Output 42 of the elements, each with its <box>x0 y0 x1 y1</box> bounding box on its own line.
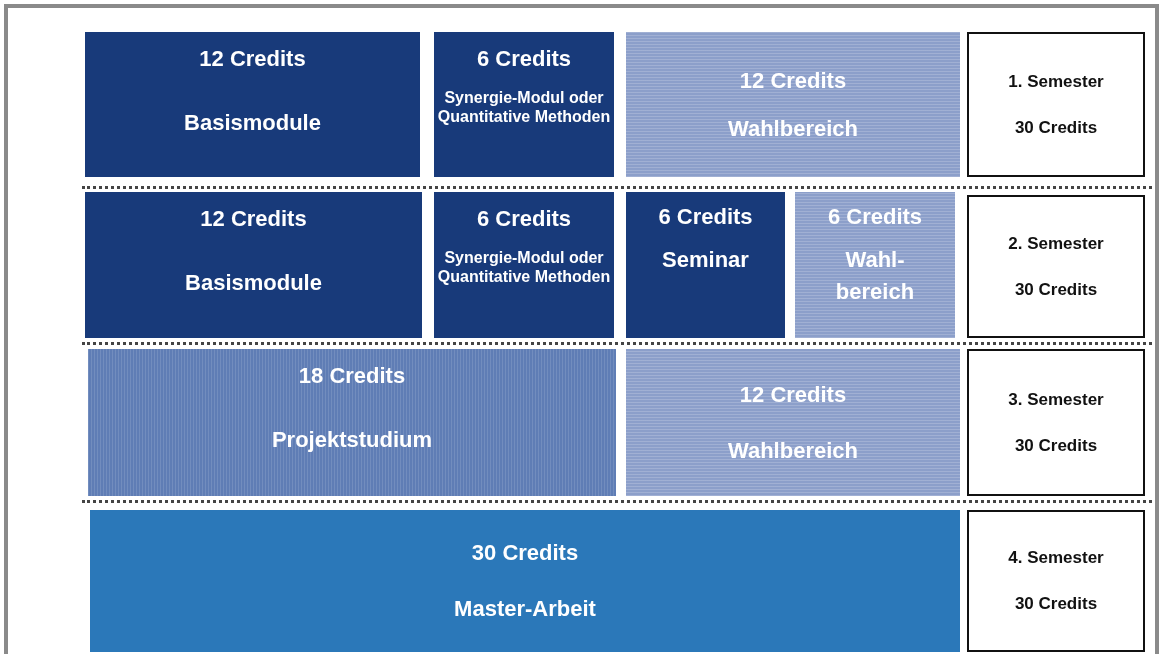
semester-label: 3. Semester <box>1008 389 1104 410</box>
module-block <box>85 192 422 338</box>
module-name: Wahlbereich <box>728 115 858 142</box>
credits-label: 6 Credits <box>827 204 923 230</box>
semester-box <box>967 349 1145 496</box>
credits-label: 6 Credits <box>476 46 572 72</box>
module-block <box>795 192 955 338</box>
semester-box <box>967 32 1145 177</box>
module-name: Wahlbereich <box>728 437 858 464</box>
semester-label: 4. Semester <box>1008 548 1104 568</box>
semester-label: 1. Semester <box>1008 71 1104 92</box>
module-block <box>85 32 420 177</box>
module-block <box>434 32 614 177</box>
credits-label: 30 Credits <box>1014 279 1098 300</box>
credits-label: 12 Credits <box>739 381 847 408</box>
semester-box <box>967 510 1145 652</box>
module-name: Projektstudium <box>271 427 433 453</box>
module-name: Synergie-Modul oder Quantitative Methoden <box>436 88 612 126</box>
credits-label: 6 Credits <box>658 204 753 230</box>
credits-label: 30 Credits <box>471 540 579 566</box>
module-block <box>88 349 616 496</box>
module-name: Synergie-Modul oder Quantitative Methoden <box>436 248 612 286</box>
credits-label: 12 Credits <box>199 46 306 72</box>
semester-box <box>967 195 1145 338</box>
module-name: Seminar <box>661 246 750 274</box>
module-name: Wahl- bereich <box>834 246 916 306</box>
module-block <box>434 192 614 338</box>
module-block <box>626 192 785 338</box>
credits-label: 18 Credits <box>298 363 406 389</box>
credits-label: 12 Credits <box>200 206 307 232</box>
module-block <box>90 510 960 652</box>
credits-label: 6 Credits <box>476 206 572 232</box>
credits-label: 12 Credits <box>739 67 847 94</box>
module-block <box>626 349 960 496</box>
module-name: Basismodule <box>185 270 322 296</box>
module-name: Master-Arbeit <box>454 596 596 622</box>
credits-label: 30 Credits <box>1014 117 1098 138</box>
credits-label: 30 Credits <box>1014 435 1098 456</box>
credits-label: 30 Credits <box>1014 594 1098 614</box>
semester-label: 2. Semester <box>1008 233 1104 254</box>
module-name: Basismodule <box>184 110 321 136</box>
module-block <box>626 32 960 177</box>
